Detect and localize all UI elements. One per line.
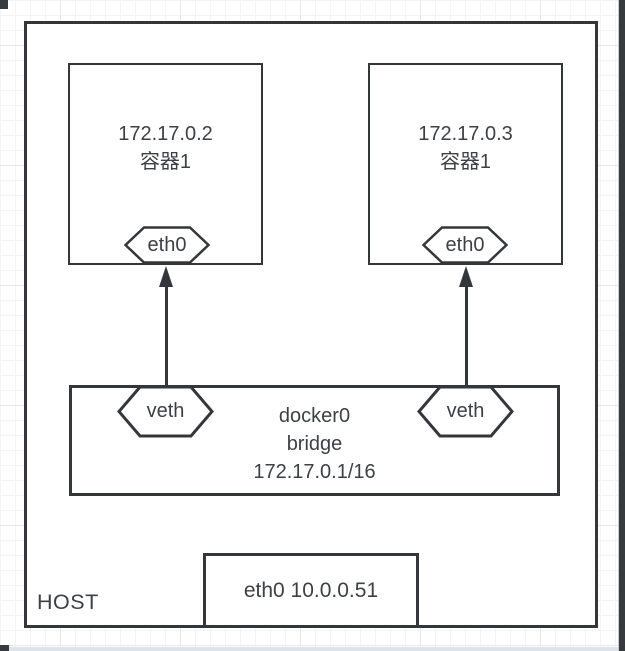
container1-name: 容器1 — [139, 151, 192, 173]
window-corner-top-left — [0, 0, 8, 9]
arrowhead-up-icon — [159, 266, 173, 287]
arrow-line — [164, 285, 168, 385]
bridge-veth-port-left: veth — [117, 385, 214, 438]
hexagon-shape-icon — [417, 385, 514, 438]
container2-ip: 172.17.0.3 — [418, 123, 513, 145]
veth-to-eth0-arrow-right — [459, 266, 473, 386]
eth0-port-label: eth0 — [445, 233, 485, 256]
bridge-veth-port-right: veth — [417, 385, 514, 438]
bridge-label: docker0 bridge 172.17.0.1/16 — [72, 402, 557, 486]
veth-to-eth0-arrow-left — [159, 266, 173, 386]
veth-port-label: veth — [146, 400, 185, 422]
container2-label: 172.17.0.3 容器1 — [370, 120, 561, 176]
hexagon-shape-icon — [124, 226, 210, 264]
window-right-edge — [618, 0, 625, 651]
hexagon-shape-icon — [117, 385, 214, 438]
arrowhead-up-icon — [459, 266, 473, 287]
container2-name: 容器1 — [439, 151, 492, 173]
host-eth0-box: eth0 10.0.0.51 — [203, 553, 419, 628]
container1-eth0-port: eth0 — [124, 226, 210, 264]
veth-port-label: veth — [446, 400, 485, 422]
host-eth0-label: eth0 10.0.0.51 — [243, 579, 379, 602]
container1-ip: 172.17.0.2 — [118, 123, 213, 145]
hexagon-shape-icon — [422, 226, 508, 264]
bridge-cidr: 172.17.0.1/16 — [253, 461, 376, 483]
window-corner-bottom-left — [0, 645, 9, 651]
host-label: HOST — [37, 590, 99, 614]
bridge-type: bridge — [286, 433, 343, 455]
bridge-name: docker0 — [278, 405, 351, 427]
container2-eth0-port: eth0 — [422, 226, 508, 264]
arrow-line — [464, 285, 468, 385]
container1-label: 172.17.0.2 容器1 — [70, 120, 261, 176]
eth0-port-label: eth0 — [147, 233, 187, 256]
window-bottom-edge — [0, 647, 618, 651]
